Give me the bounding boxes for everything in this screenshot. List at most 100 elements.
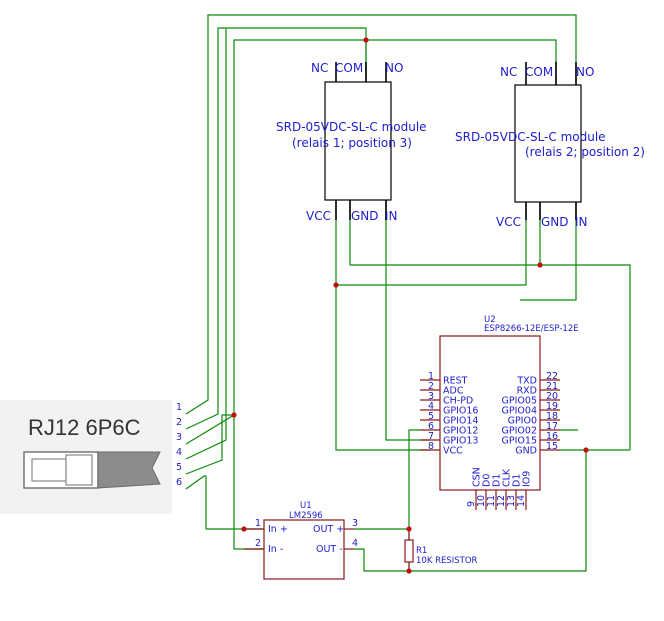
esp-pin-number: 5: [428, 411, 434, 422]
esp-pin-number: 4: [428, 401, 434, 412]
wire-pin3: [185, 402, 235, 445]
esp-pin-number: 11: [486, 495, 497, 507]
esp-pin-name: GPIO16: [443, 406, 478, 417]
esp-pin-name: GPIO12: [443, 426, 478, 437]
esp-pin-name: GPIO14: [443, 416, 478, 427]
relay-2-name: SRD-05VDC-SL-C module: [455, 130, 606, 144]
relay-1-pin-no: NO: [385, 61, 403, 75]
junctions: [231, 37, 589, 574]
relay-1-pin-com: COM: [335, 61, 363, 75]
esp-pin-number: 18: [546, 411, 558, 422]
esp-pin-name: GPIO13: [443, 436, 478, 447]
relay-1-position: (relais 1; position 3): [292, 136, 412, 150]
rj12-pins: 1 2 3 4 5 6: [176, 402, 182, 488]
junction-dot: [406, 568, 412, 574]
wire-relay1-in: [385, 200, 430, 441]
esp-pin-name: IO9: [522, 471, 533, 487]
relay-2-pin-vcc: VCC: [496, 215, 521, 229]
esp-pin-number: 15: [546, 441, 558, 452]
resistor-body: [404, 539, 414, 563]
esp-pin-name: CH-PD: [443, 396, 473, 407]
wire-relay2-in: [520, 200, 577, 301]
rj12-pin-6-label: 6: [176, 477, 182, 488]
relay-2-pin-nc: NC: [500, 65, 517, 79]
junction-dot: [537, 262, 543, 268]
esp-pin-number: 2: [428, 381, 434, 392]
esp-pin-number: 3: [428, 391, 434, 402]
esp-pin-number: 17: [546, 421, 558, 432]
regulator-ref: U1: [300, 501, 312, 511]
relay-1-pin-nc: NC: [311, 61, 328, 75]
lm2596-regulator: U1 LM2596 1 In + 2 In - 3 OUT + 4 OUT -: [244, 501, 358, 580]
esp-pin-number: 13: [506, 495, 517, 507]
wire-vcc-esp: [335, 285, 430, 451]
esp-ref: U2: [484, 315, 496, 325]
regulator-value: LM2596: [289, 511, 323, 521]
wire-relay-com-bus: [233, 39, 367, 402]
resistor-value: 10K RESISTOR: [416, 556, 478, 566]
rj12-plug-icon: [23, 451, 161, 489]
relay-1-pin-in: IN: [385, 209, 398, 223]
relay-1: NC COM NO SRD-05VDC-SL-C module (relais …: [276, 61, 427, 223]
wire-reg-out-plus: [354, 528, 410, 540]
wire-pin1: [185, 14, 577, 415]
wire-pin6: [185, 475, 264, 530]
esp-pin-number: 9: [466, 501, 477, 507]
regulator-pin-3-num: 3: [352, 518, 358, 529]
esp-pin-name: CSN: [472, 467, 483, 487]
wire-pin4: [185, 30, 227, 460]
esp-pin-number: 21: [546, 381, 558, 392]
wire-gnd-return: [409, 450, 587, 572]
regulator-pin-2-name: In -: [268, 544, 283, 555]
wire-relay1-gnd: [349, 200, 631, 450]
relay-1-pin-gnd: GND: [351, 209, 379, 223]
resistor-r1: R1 10K RESISTOR: [404, 529, 478, 571]
rj12-pin-3-label: 3: [176, 432, 182, 443]
relay-1-pin-vcc: VCC: [306, 209, 331, 223]
regulator-pin-4-name: OUT -: [316, 544, 343, 555]
relay-2-pin-no: NO: [576, 65, 594, 79]
esp-pin-name: ADC: [443, 386, 464, 397]
esp-pin-number: 1: [428, 371, 434, 382]
regulator-pin-2-num: 2: [255, 538, 261, 549]
relay-2: NC COM NO SRD-05VDC-SL-C module (relais …: [455, 62, 645, 229]
esp-pin-name: CLK: [502, 468, 513, 487]
regulator-pin-1-name: In +: [268, 524, 288, 535]
esp-pin-number: 8: [428, 441, 434, 452]
rj12-title: RJ12 6P6C: [28, 415, 141, 440]
wire-gpio12: [408, 429, 420, 529]
relay-2-pin-in: IN: [575, 215, 588, 229]
esp-value: ESP8266-12E/ESP-12E: [484, 324, 579, 334]
esp-pin-name: GPIO0: [508, 416, 537, 427]
esp-pin-name: GPIO04: [502, 406, 537, 417]
esp-pin-name: D0: [482, 474, 493, 487]
esp-pin-name: D1: [492, 474, 503, 487]
esp-pin-name: TXD: [516, 376, 537, 387]
wire-relay2-vcc: [336, 200, 527, 286]
esp-pin-number: 19: [546, 401, 558, 412]
esp-pin-name: REST: [443, 376, 468, 387]
wire-pin5: [185, 414, 234, 475]
relay-1-name: SRD-05VDC-SL-C module: [276, 120, 427, 134]
esp-pin-name: GPIO15: [502, 436, 537, 447]
rj12-pin-2-label: 2: [176, 417, 182, 428]
relay-2-body: [514, 84, 582, 203]
esp-pin-number: 20: [546, 391, 558, 402]
esp-pin-number: 12: [496, 495, 507, 507]
regulator-pin-3-name: OUT +: [313, 524, 344, 535]
regulator-pin-4-num: 4: [352, 538, 358, 549]
esp-pin-name: VCC: [443, 446, 463, 457]
relay-2-pin-gnd: GND: [541, 215, 569, 229]
esp-pin-name: RXD: [517, 386, 537, 397]
esp-pin-number: 6: [428, 421, 434, 432]
esp-pin-number: 10: [476, 495, 487, 507]
esp-pin-name: GND: [515, 446, 537, 457]
junction-dot: [406, 526, 412, 532]
wire-reg-out-minus: [354, 548, 410, 572]
esp-pin-name: GPIO02: [502, 426, 537, 437]
esp-body: [439, 335, 541, 491]
